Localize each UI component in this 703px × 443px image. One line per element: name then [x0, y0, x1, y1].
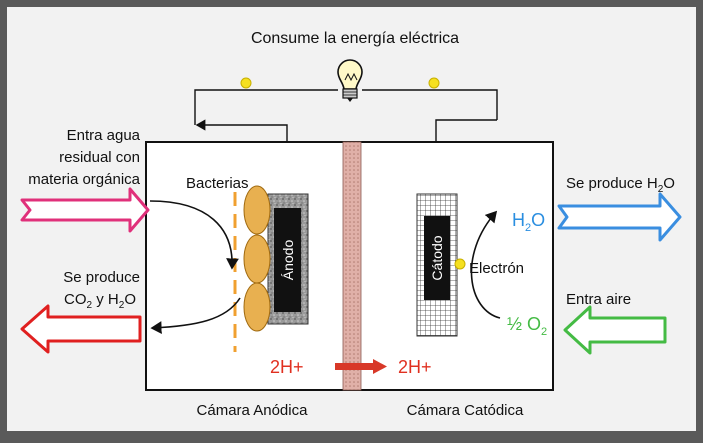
- proton-left-label: 2H+: [270, 357, 304, 377]
- right-output-label: Se produce H2O: [566, 175, 675, 195]
- air-inflow-arrow: [563, 305, 667, 355]
- proton-transfer-arrow: [335, 359, 387, 374]
- svg-text:Entra agua: Entra agua: [67, 127, 141, 144]
- external-circuit: [194, 89, 498, 198]
- proton-exchange-membrane: [342, 141, 362, 391]
- left-output-label-line1: Se produce: [63, 269, 140, 286]
- cathode-label: Cátodo: [429, 235, 445, 280]
- anode-label: Ánodo: [280, 240, 296, 281]
- bacteria-cluster: [243, 185, 271, 332]
- cathode-h2o-label: H2O: [512, 210, 545, 234]
- svg-text:residual con: residual con: [59, 149, 140, 166]
- proton-right-label: 2H+: [398, 357, 432, 377]
- light-bulb-icon: [337, 59, 363, 102]
- electron-dot: [454, 258, 466, 270]
- circuit-node-left: [240, 77, 252, 89]
- title-text: Consume la energía eléctrica: [251, 30, 459, 47]
- cathode-o2-label: ½ O2: [507, 314, 547, 338]
- water-outflow-arrow: [557, 192, 682, 242]
- anodic-chamber-label: Cámara Anódica: [197, 402, 309, 419]
- air-inflow-label: Entra aire: [566, 291, 631, 308]
- svg-text:materia orgánica: materia orgánica: [28, 171, 140, 188]
- co2-outflow-arrow: [20, 304, 142, 354]
- cathodic-chamber-label: Cámara Catódica: [407, 402, 524, 419]
- left-output-label-line2: CO2 y H2O: [64, 291, 136, 311]
- bacteria-label: Bacterias: [186, 175, 249, 192]
- product-out-curve: [150, 297, 241, 334]
- electron-reduction-curve: [470, 210, 501, 319]
- wastewater-inflow-label: Entra agua residual con materia orgánica: [28, 127, 140, 188]
- electron-label: Electrón: [469, 260, 524, 277]
- wastewater-inflow-arrow: [20, 187, 150, 233]
- circuit-node-right: [428, 77, 440, 89]
- substrate-in-curve: [149, 200, 239, 270]
